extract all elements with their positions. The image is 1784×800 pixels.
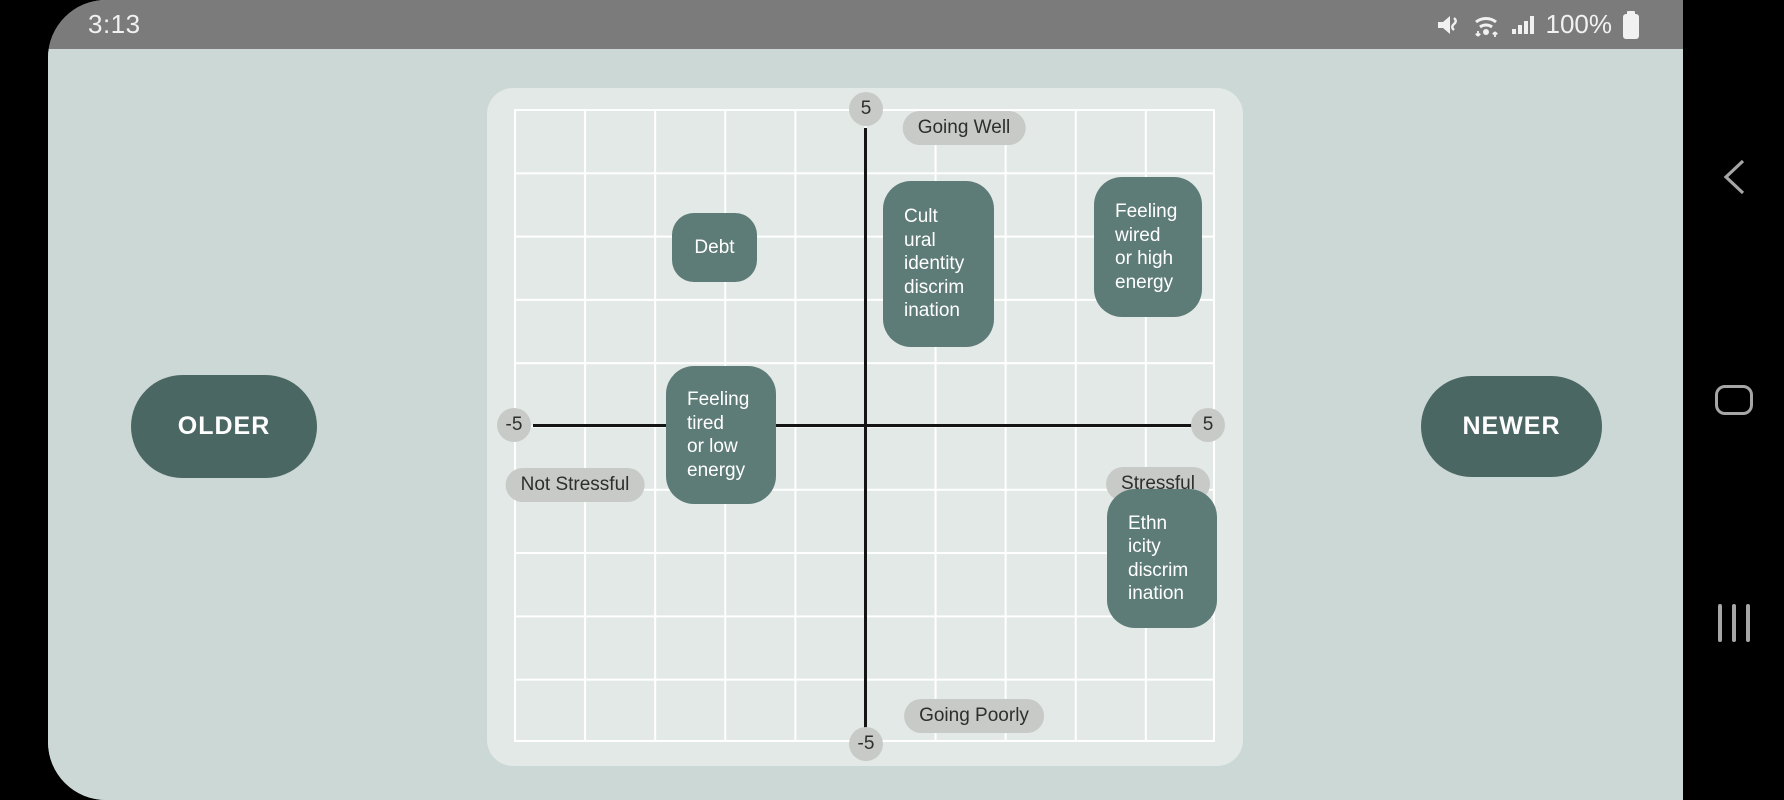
back-icon [1719, 156, 1749, 198]
home-button[interactable] [1683, 355, 1784, 445]
older-button[interactable]: OLDER [131, 375, 317, 478]
x-axis-line [533, 424, 1193, 427]
clock: 3:13 [88, 9, 141, 39]
chip-feeling-wired-or-high-energy[interactable]: Feeling wired or high energy [1094, 177, 1202, 317]
chip-debt[interactable]: Debt [672, 213, 757, 282]
y-axis-min-tick: -5 [849, 727, 883, 761]
app-canvas: OLDER NEWER 5 -5 5 -5 Going Well Going P… [48, 49, 1683, 800]
status-bar: 3:13 [48, 0, 1683, 49]
chip-cultural-identity-discrimination[interactable]: Cult ural identity discrim ination [883, 181, 994, 347]
newer-button[interactable]: NEWER [1421, 376, 1602, 477]
battery-percent: 100% [1545, 9, 1613, 39]
y-axis-max-tick: 5 [849, 92, 883, 126]
recents-button[interactable] [1683, 578, 1784, 668]
signal-icon [1511, 12, 1537, 38]
label-going-poorly: Going Poorly [904, 699, 1044, 733]
chip-feeling-tired-or-low-energy[interactable]: Feeling tired or low energy [666, 366, 776, 504]
battery-icon [1621, 10, 1641, 40]
chip-ethnicity-discrimination[interactable]: Ethn icity discrim ination [1107, 489, 1217, 628]
back-button[interactable] [1683, 132, 1784, 222]
label-not-stressful: Not Stressful [505, 468, 645, 502]
home-icon [1714, 385, 1753, 415]
status-icons: 100% [1435, 9, 1642, 40]
quadrant-chart-panel: 5 -5 5 -5 Going Well Going Poorly Not St… [487, 88, 1243, 766]
x-axis-max-tick: 5 [1191, 408, 1225, 442]
phone-screen: 3:13 [48, 0, 1784, 800]
android-nav-bar [1683, 0, 1784, 800]
x-axis-min-tick: -5 [497, 408, 531, 442]
recents-icon [1717, 604, 1750, 642]
wifi-icon [1470, 11, 1502, 39]
y-axis-line [864, 128, 867, 729]
label-going-well: Going Well [902, 111, 1026, 145]
mute-icon [1435, 12, 1461, 38]
